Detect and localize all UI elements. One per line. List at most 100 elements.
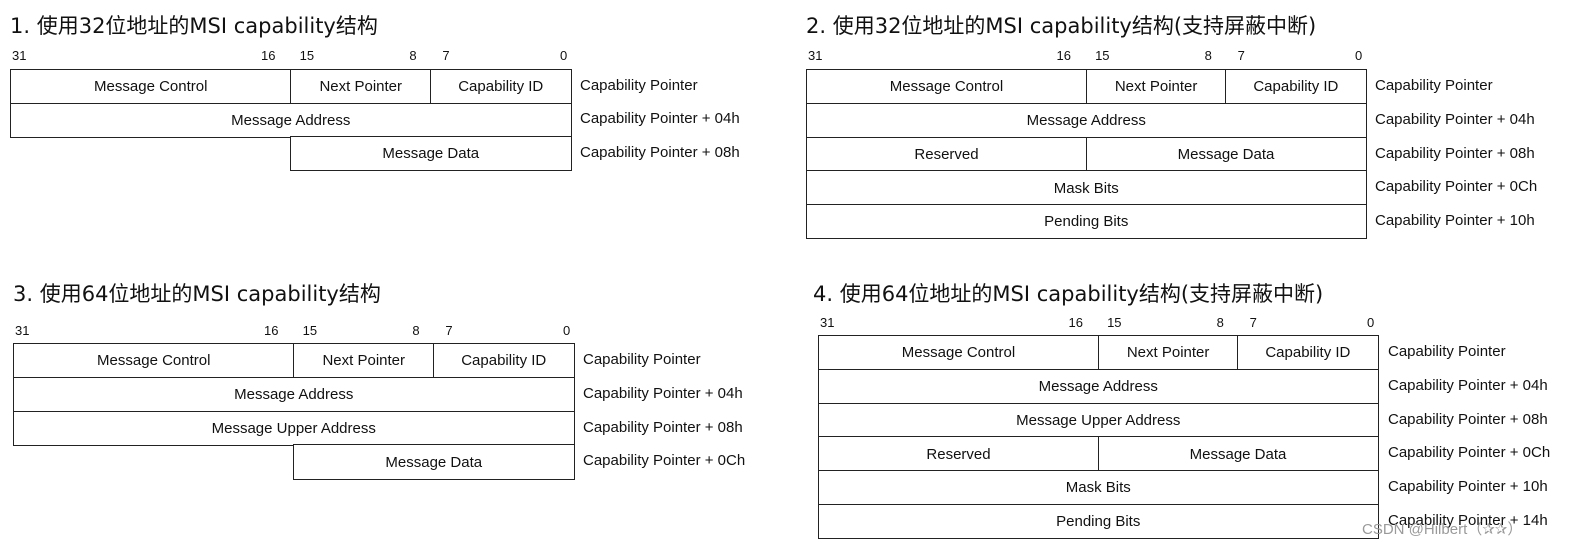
field-label: Message Upper Address [211, 419, 376, 437]
field-label: Capability ID [1253, 78, 1339, 96]
bit-label: 31 [15, 323, 30, 338]
field-label: Pending Bits [1056, 513, 1141, 531]
field-label: Message Address [1038, 377, 1158, 395]
register-field: Capability ID [433, 343, 575, 379]
bit-label: 31 [12, 48, 27, 63]
field-label: Message Control [889, 78, 1004, 96]
field-label: Mask Bits [1053, 179, 1119, 197]
register-field: Next Pointer [293, 343, 435, 379]
field-label: Message Data [382, 145, 480, 162]
register-field: Message Address [818, 368, 1379, 405]
offset-label: Capability Pointer + 04h [580, 110, 740, 128]
field-label: Message Control [97, 352, 211, 370]
field-label: Next Pointer [319, 78, 403, 95]
register-field: Message Control [13, 343, 295, 379]
bit-label: 16 [264, 323, 279, 338]
register-field: Message Upper Address [818, 402, 1379, 438]
register-field: Next Pointer [290, 69, 432, 104]
offset-label: Capability Pointer + 0Ch [583, 452, 746, 470]
register-field: Message Address [13, 376, 575, 413]
offset-label: Capability Pointer [583, 350, 701, 368]
field-label: Message Data [1189, 445, 1287, 463]
register-field: Capability ID [430, 69, 572, 104]
offset-label: Capability Pointer + 0Ch [1375, 178, 1538, 196]
offset-label: Capability Pointer [1375, 76, 1493, 94]
bit-label: 7 [1237, 48, 1245, 63]
register-field: Mask Bits [806, 170, 1367, 206]
bit-label: 15 [302, 323, 318, 338]
bit-label: 15 [299, 48, 315, 63]
register-field: Capability ID [1237, 335, 1379, 371]
watermark: CSDN @Hilbert（✰✰） [1362, 521, 1523, 538]
field-label: Capability ID [458, 78, 544, 95]
register-field: Message Control [10, 69, 292, 104]
diagram-title: 1. 使用32位地址的MSI capability结构 [10, 14, 378, 38]
bit-label: 8 [1216, 315, 1224, 330]
field-label: Message Address [1026, 111, 1146, 129]
bit-label: 15 [1095, 48, 1110, 63]
diagram-title: 3. 使用64位地址的MSI capability结构 [13, 282, 381, 306]
bit-label: 0 [563, 323, 571, 338]
offset-label: Capability Pointer + 08h [1375, 144, 1535, 162]
bit-label: 16 [1068, 315, 1083, 330]
register-field: Reserved [818, 436, 1099, 472]
field-label: Reserved [926, 445, 991, 463]
register-field: Message Data [1085, 136, 1367, 172]
register-field: Next Pointer [1097, 335, 1239, 371]
field-label: Capability ID [1265, 344, 1351, 362]
field-label: Reserved [914, 145, 979, 163]
bit-label: 0 [1355, 48, 1363, 63]
register-field: Next Pointer [1085, 69, 1227, 105]
register-field: Reserved [806, 136, 1087, 172]
offset-label: Capability Pointer + 10h [1388, 478, 1548, 496]
bit-label: 7 [1249, 315, 1257, 330]
register-field: Message Address [10, 102, 572, 138]
bit-label: 8 [1204, 48, 1212, 63]
field-label: Message Upper Address [1016, 411, 1181, 429]
bit-label: 31 [808, 48, 823, 63]
field-label: Message Data [1177, 145, 1275, 163]
register-field: Pending Bits [806, 204, 1367, 240]
field-label: Message Address [234, 385, 354, 403]
offset-label: Capability Pointer [580, 76, 698, 94]
offset-label: Capability Pointer + 04h [583, 384, 743, 402]
offset-label: Capability Pointer + 08h [583, 418, 743, 436]
field-label: Capability ID [461, 352, 547, 370]
field-label: Message Control [94, 78, 208, 95]
register-field: Message Upper Address [13, 410, 575, 446]
bit-label: 16 [1056, 48, 1071, 63]
register-field: Message Data [290, 136, 572, 171]
field-label: Message Control [901, 344, 1016, 362]
bit-label: 15 [1107, 315, 1122, 330]
offset-label: Capability Pointer + 0Ch [1388, 444, 1551, 462]
register-field: Mask Bits [818, 470, 1379, 506]
offset-label: Capability Pointer + 08h [1388, 410, 1548, 428]
field-label: Next Pointer [322, 352, 406, 370]
offset-label: Capability Pointer + 08h [580, 143, 740, 161]
offset-label: Capability Pointer + 04h [1375, 110, 1535, 128]
offset-label: Capability Pointer + 04h [1388, 376, 1548, 394]
field-label: Next Pointer [1114, 78, 1198, 96]
bit-label: 7 [442, 48, 450, 63]
register-field: Pending Bits [818, 504, 1379, 540]
register-field: Capability ID [1225, 69, 1367, 105]
bit-label: 8 [412, 323, 420, 338]
register-field: Message Data [293, 444, 575, 480]
bit-label: 0 [1367, 315, 1375, 330]
bit-label: 0 [560, 48, 568, 63]
register-field: Message Control [818, 335, 1099, 371]
register-field: Message Control [806, 69, 1087, 105]
diagram-title: 4. 使用64位地址的MSI capability结构(支持屏蔽中断) [813, 282, 1324, 306]
field-label: Message Address [231, 111, 351, 129]
offset-label: Capability Pointer + 10h [1375, 212, 1535, 230]
field-label: Mask Bits [1065, 479, 1131, 497]
register-field: Message Address [806, 102, 1367, 139]
offset-label: Capability Pointer [1388, 342, 1506, 360]
field-label: Message Data [385, 453, 483, 471]
offset-label: Capability Pointer + 14h [1388, 511, 1548, 529]
bit-label: 7 [445, 323, 453, 338]
register-field: Message Data [1097, 436, 1379, 472]
diagram-title: 2. 使用32位地址的MSI capability结构(支持屏蔽中断) [806, 14, 1317, 38]
field-label: Pending Bits [1044, 213, 1129, 231]
field-label: Next Pointer [1126, 344, 1210, 362]
